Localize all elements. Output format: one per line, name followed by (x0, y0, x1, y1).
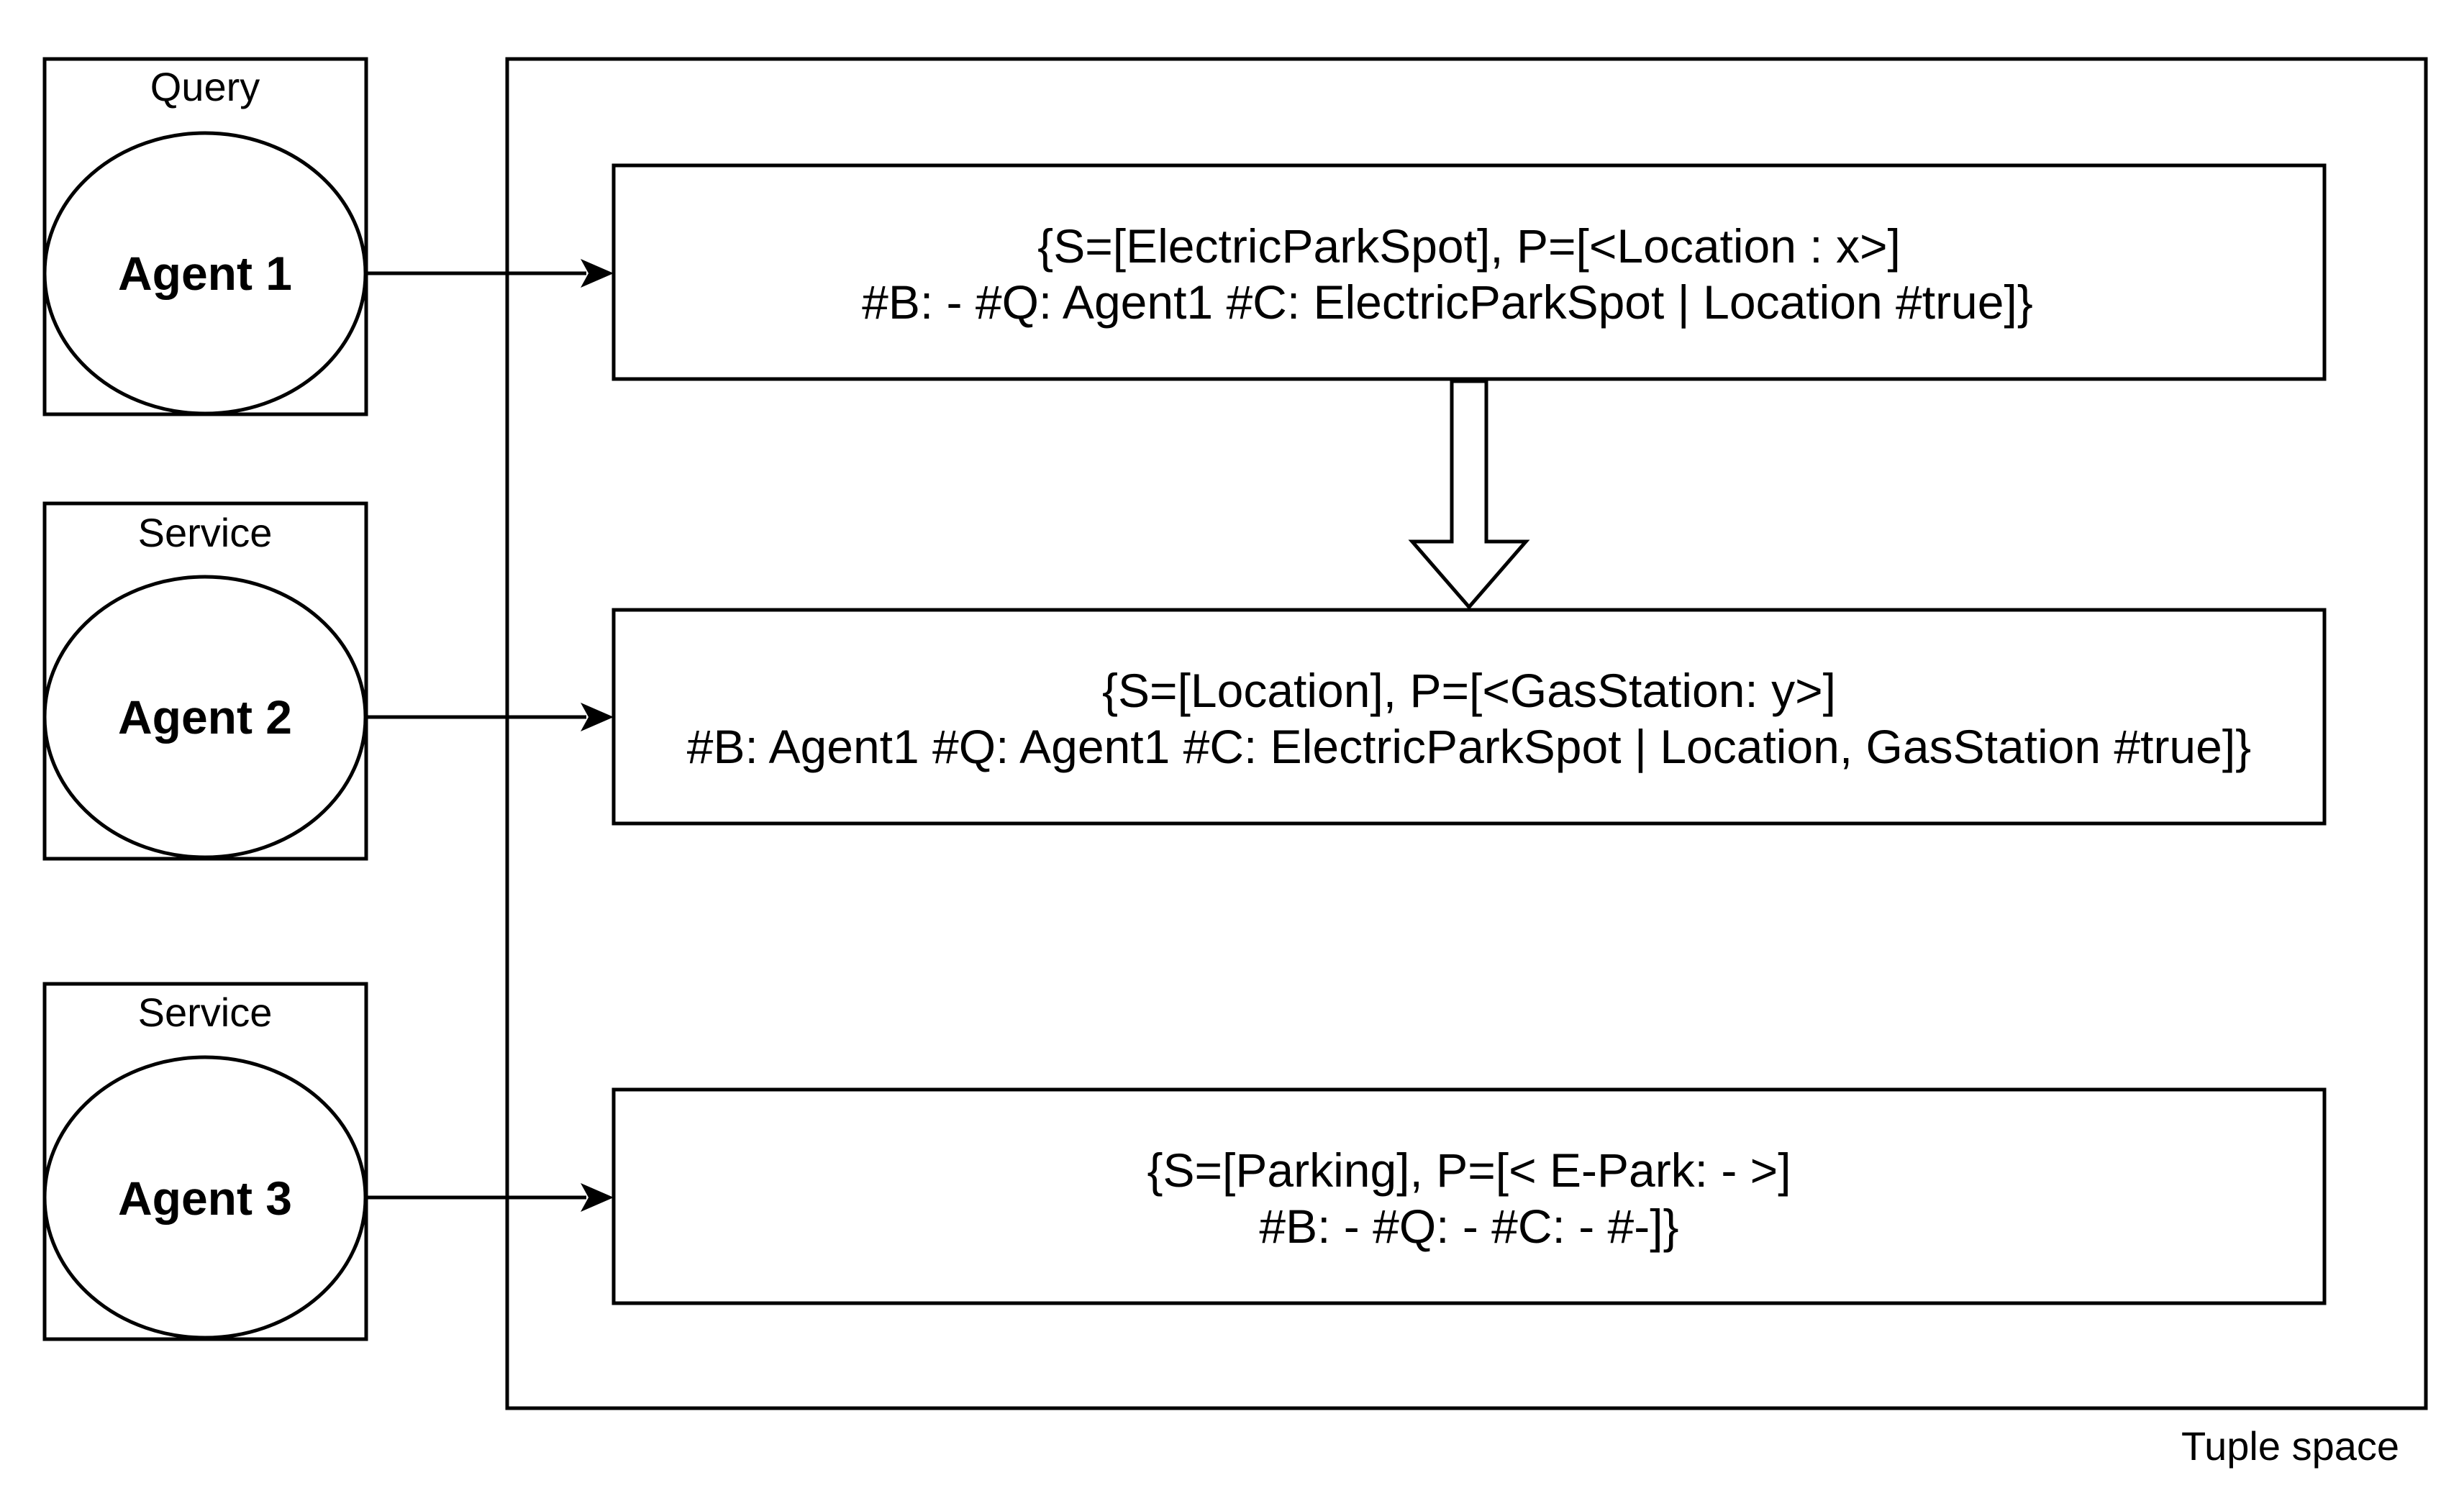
agent-2-name: Agent 2 (118, 690, 292, 744)
agent-1-arrow (366, 259, 614, 288)
agent-2-node: Service Agent 2 (42, 501, 368, 861)
tuple-1: {S=[ElectricParkSpot], P=[<Location : x>… (612, 163, 2327, 381)
agent-3-node: Service Agent 3 (42, 982, 368, 1341)
tuple-3: {S=[Parking], P=[< E-Park: - >] #B: - #Q… (612, 1087, 2327, 1305)
tuple-3-line-1: {S=[Parking], P=[< E-Park: - >] (1147, 1144, 1791, 1197)
tuple-3-line-2: #B: - #Q: - #C: - #-]} (1259, 1200, 1678, 1253)
agent-1-node: Query Agent 1 (42, 57, 368, 416)
agent-2-arrow (366, 703, 614, 731)
agent-1-ellipse (42, 131, 368, 416)
tuple-2-box (612, 608, 2327, 826)
agent-3-arrow (366, 1183, 614, 1212)
agent-3-role: Service (138, 990, 273, 1035)
tuple-space-label: Tuple space (2181, 1423, 2399, 1469)
agent-3-name: Agent 3 (118, 1172, 292, 1225)
tuple-1-line-1: {S=[ElectricParkSpot], P=[<Location : x>… (1037, 219, 1901, 273)
tuple-3-box (612, 1087, 2327, 1305)
tuple-2-line-1: {S=[Location], P=[<GasStation: y>] (1102, 664, 1836, 717)
agent-3-ellipse (42, 1055, 368, 1340)
derivation-arrow (1408, 379, 1530, 610)
agent-2-ellipse (42, 575, 368, 859)
agent-2-role: Service (138, 510, 273, 555)
agent-1-name: Agent 1 (118, 247, 292, 300)
agent-1-role: Query (150, 64, 260, 109)
tuple-1-box (612, 163, 2327, 381)
tuple-2-line-2: #B: Agent1 #Q: Agent1 #C: ElectricParkSp… (687, 720, 2251, 773)
tuple-2: {S=[Location], P=[<GasStation: y>] #B: A… (612, 608, 2327, 826)
tuple-1-line-2: #B: - #Q: Agent1 #C: ElectricParkSpot | … (862, 275, 2033, 329)
